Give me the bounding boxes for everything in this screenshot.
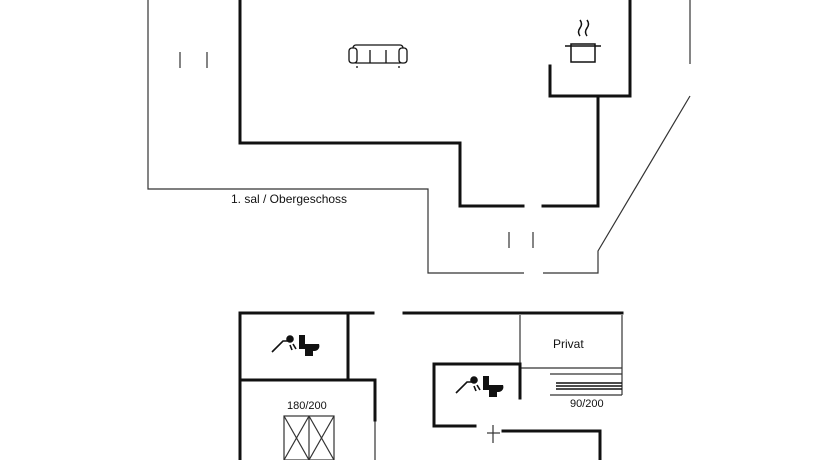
private-room-label: Privat — [553, 337, 584, 351]
bed-180-200 — [283, 415, 335, 460]
sofa-icon — [348, 44, 408, 68]
toilet-icon — [299, 335, 320, 356]
thick-walls — [238, 0, 632, 460]
shower-icon — [455, 376, 481, 394]
toilet-icon — [483, 376, 504, 397]
cooking-pot-icon — [565, 19, 601, 63]
shower-icon — [271, 335, 297, 353]
thin-walls — [147, 0, 691, 460]
upper-floor-label: 1. sal / Obergeschoss — [231, 192, 348, 206]
bed-90-200 — [556, 382, 622, 390]
bed-large-size-label: 180/200 — [287, 400, 327, 412]
bed-small-size-label: 90/200 — [570, 398, 604, 410]
